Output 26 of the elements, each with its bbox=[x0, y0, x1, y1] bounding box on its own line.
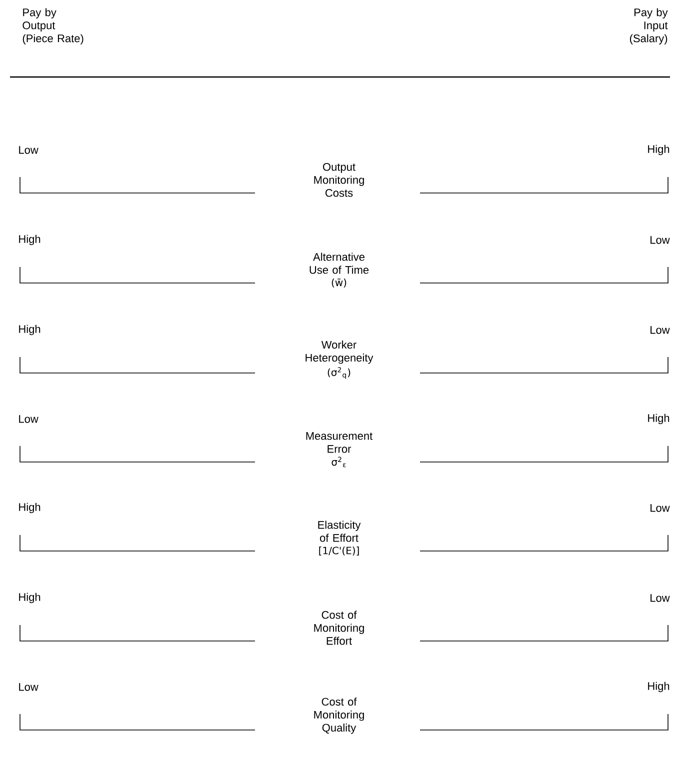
value-label: Low bbox=[19, 146, 38, 154]
value-label: High bbox=[648, 682, 670, 692]
value-label: Low bbox=[19, 683, 38, 691]
factor-label: Elasticity of Effort bbox=[318, 520, 361, 542]
value-label: Low bbox=[19, 415, 38, 423]
value-label: High bbox=[19, 592, 40, 604]
value-label: High bbox=[19, 502, 40, 514]
value-label: Low bbox=[650, 236, 670, 244]
formula-label: (σ$^{2}$$_{q}$) bbox=[328, 367, 350, 379]
factor-label: Output Monitoring Costs bbox=[314, 163, 364, 197]
factor-label: Cost of Monitoring Effort bbox=[314, 610, 364, 645]
factor-label: Alternative Use of Time bbox=[310, 252, 369, 274]
header-text: Pay by Output (Piece Rate) bbox=[22, 8, 84, 44]
formula-label: (w̄) bbox=[332, 278, 346, 288]
value-label: Low bbox=[650, 504, 670, 512]
factor-label: Worker Heterogeneity bbox=[306, 340, 374, 364]
value-label: Low bbox=[650, 594, 670, 602]
value-label: High bbox=[19, 324, 40, 336]
factor-label: Cost of Monitoring Quality bbox=[314, 698, 364, 734]
value-label: High bbox=[648, 414, 670, 424]
header-text: Pay by Input (Salary) bbox=[630, 8, 668, 44]
value-label: High bbox=[19, 234, 40, 246]
formula-label: [1/C'(E)] bbox=[319, 546, 359, 556]
factor-label: Measurement Error bbox=[306, 432, 373, 453]
value-label: Low bbox=[650, 326, 670, 334]
value-label: High bbox=[648, 144, 670, 156]
